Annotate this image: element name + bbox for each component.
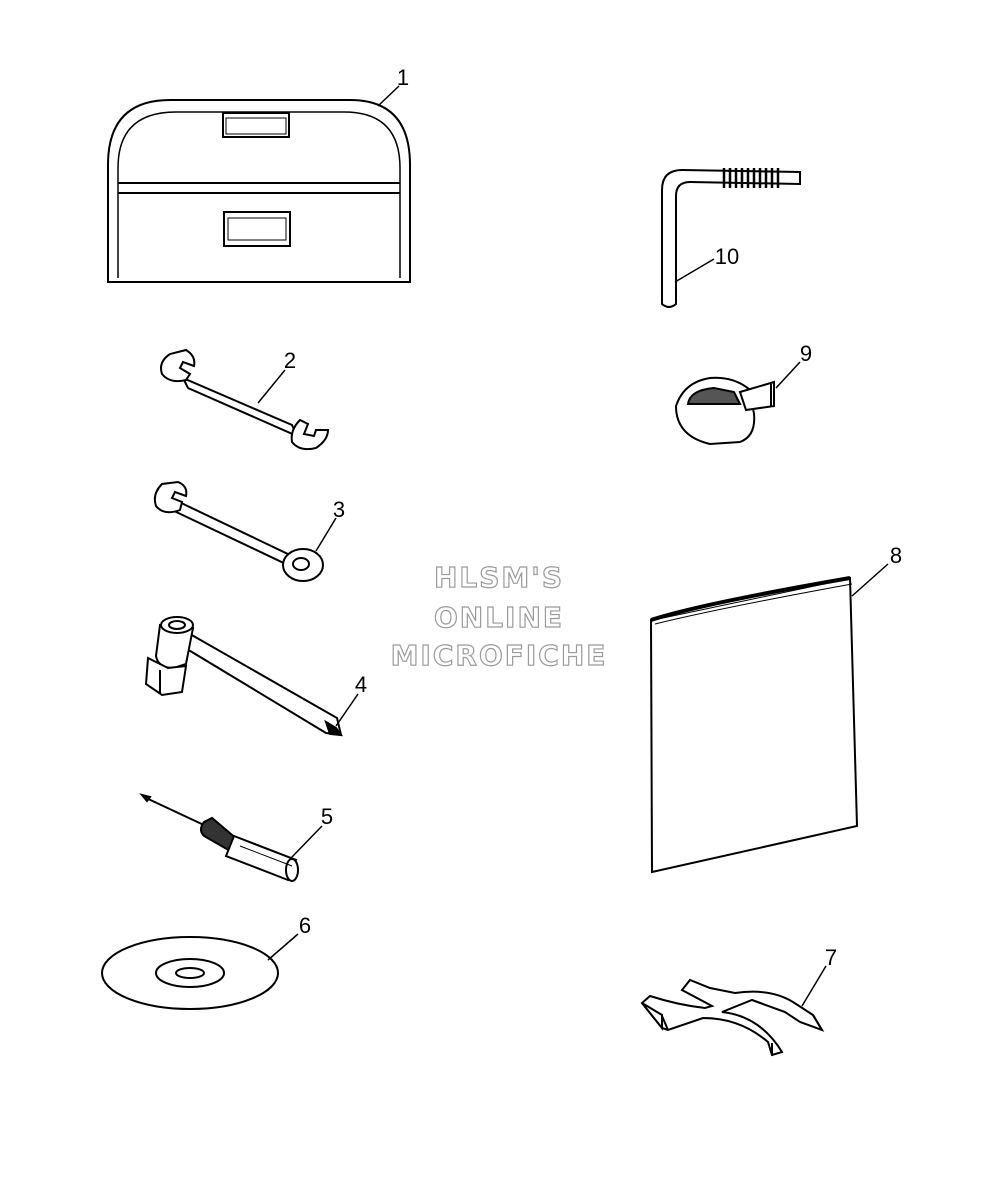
callout-5: 5: [321, 804, 333, 829]
part-3-combination-wrench: [155, 482, 323, 581]
part-4-spark-plug-wrench: [146, 617, 341, 735]
leader-line-7: [801, 965, 827, 1007]
part-8-owners-manual: [651, 578, 857, 872]
part-5-screwdriver: [142, 795, 298, 881]
leader-line-1: [377, 85, 400, 107]
callout-9: 9: [800, 341, 812, 366]
watermark-line-3: MICROFICHE: [391, 639, 608, 672]
callout-7: 7: [825, 945, 837, 970]
part-2-open-end-wrench: [161, 350, 328, 449]
leader-line-4: [335, 693, 359, 727]
leader-line-8: [851, 563, 889, 597]
watermark-line-1: HLSM'S: [434, 561, 564, 594]
watermark-line-2: ONLINE: [434, 601, 564, 634]
callout-numbers: 1 2 3 4 5 6 7 8 9 10: [284, 65, 902, 970]
callout-2: 2: [284, 348, 296, 373]
part-7-spanner: [642, 980, 822, 1055]
spring-coils: [724, 168, 778, 188]
callout-1: 1: [397, 65, 409, 90]
callout-10: 10: [715, 244, 739, 269]
leader-line-5: [290, 825, 323, 859]
leader-lines: [257, 85, 889, 1007]
callout-3: 3: [333, 497, 345, 522]
callout-8: 8: [890, 543, 902, 568]
callout-4: 4: [355, 672, 367, 697]
leader-line-10: [674, 258, 715, 283]
callout-6: 6: [299, 913, 311, 938]
part-6-cd-disc: [102, 937, 278, 1009]
leader-line-6: [267, 933, 299, 961]
watermark: HLSM'S ONLINE MICROFICHE: [390, 560, 608, 672]
part-1-tool-bag: [108, 100, 410, 282]
part-9-strap: [676, 378, 774, 444]
leader-line-2: [257, 369, 286, 404]
leader-line-3: [315, 517, 337, 552]
part-10-hex-key: [662, 168, 800, 307]
leader-line-9: [775, 361, 801, 389]
